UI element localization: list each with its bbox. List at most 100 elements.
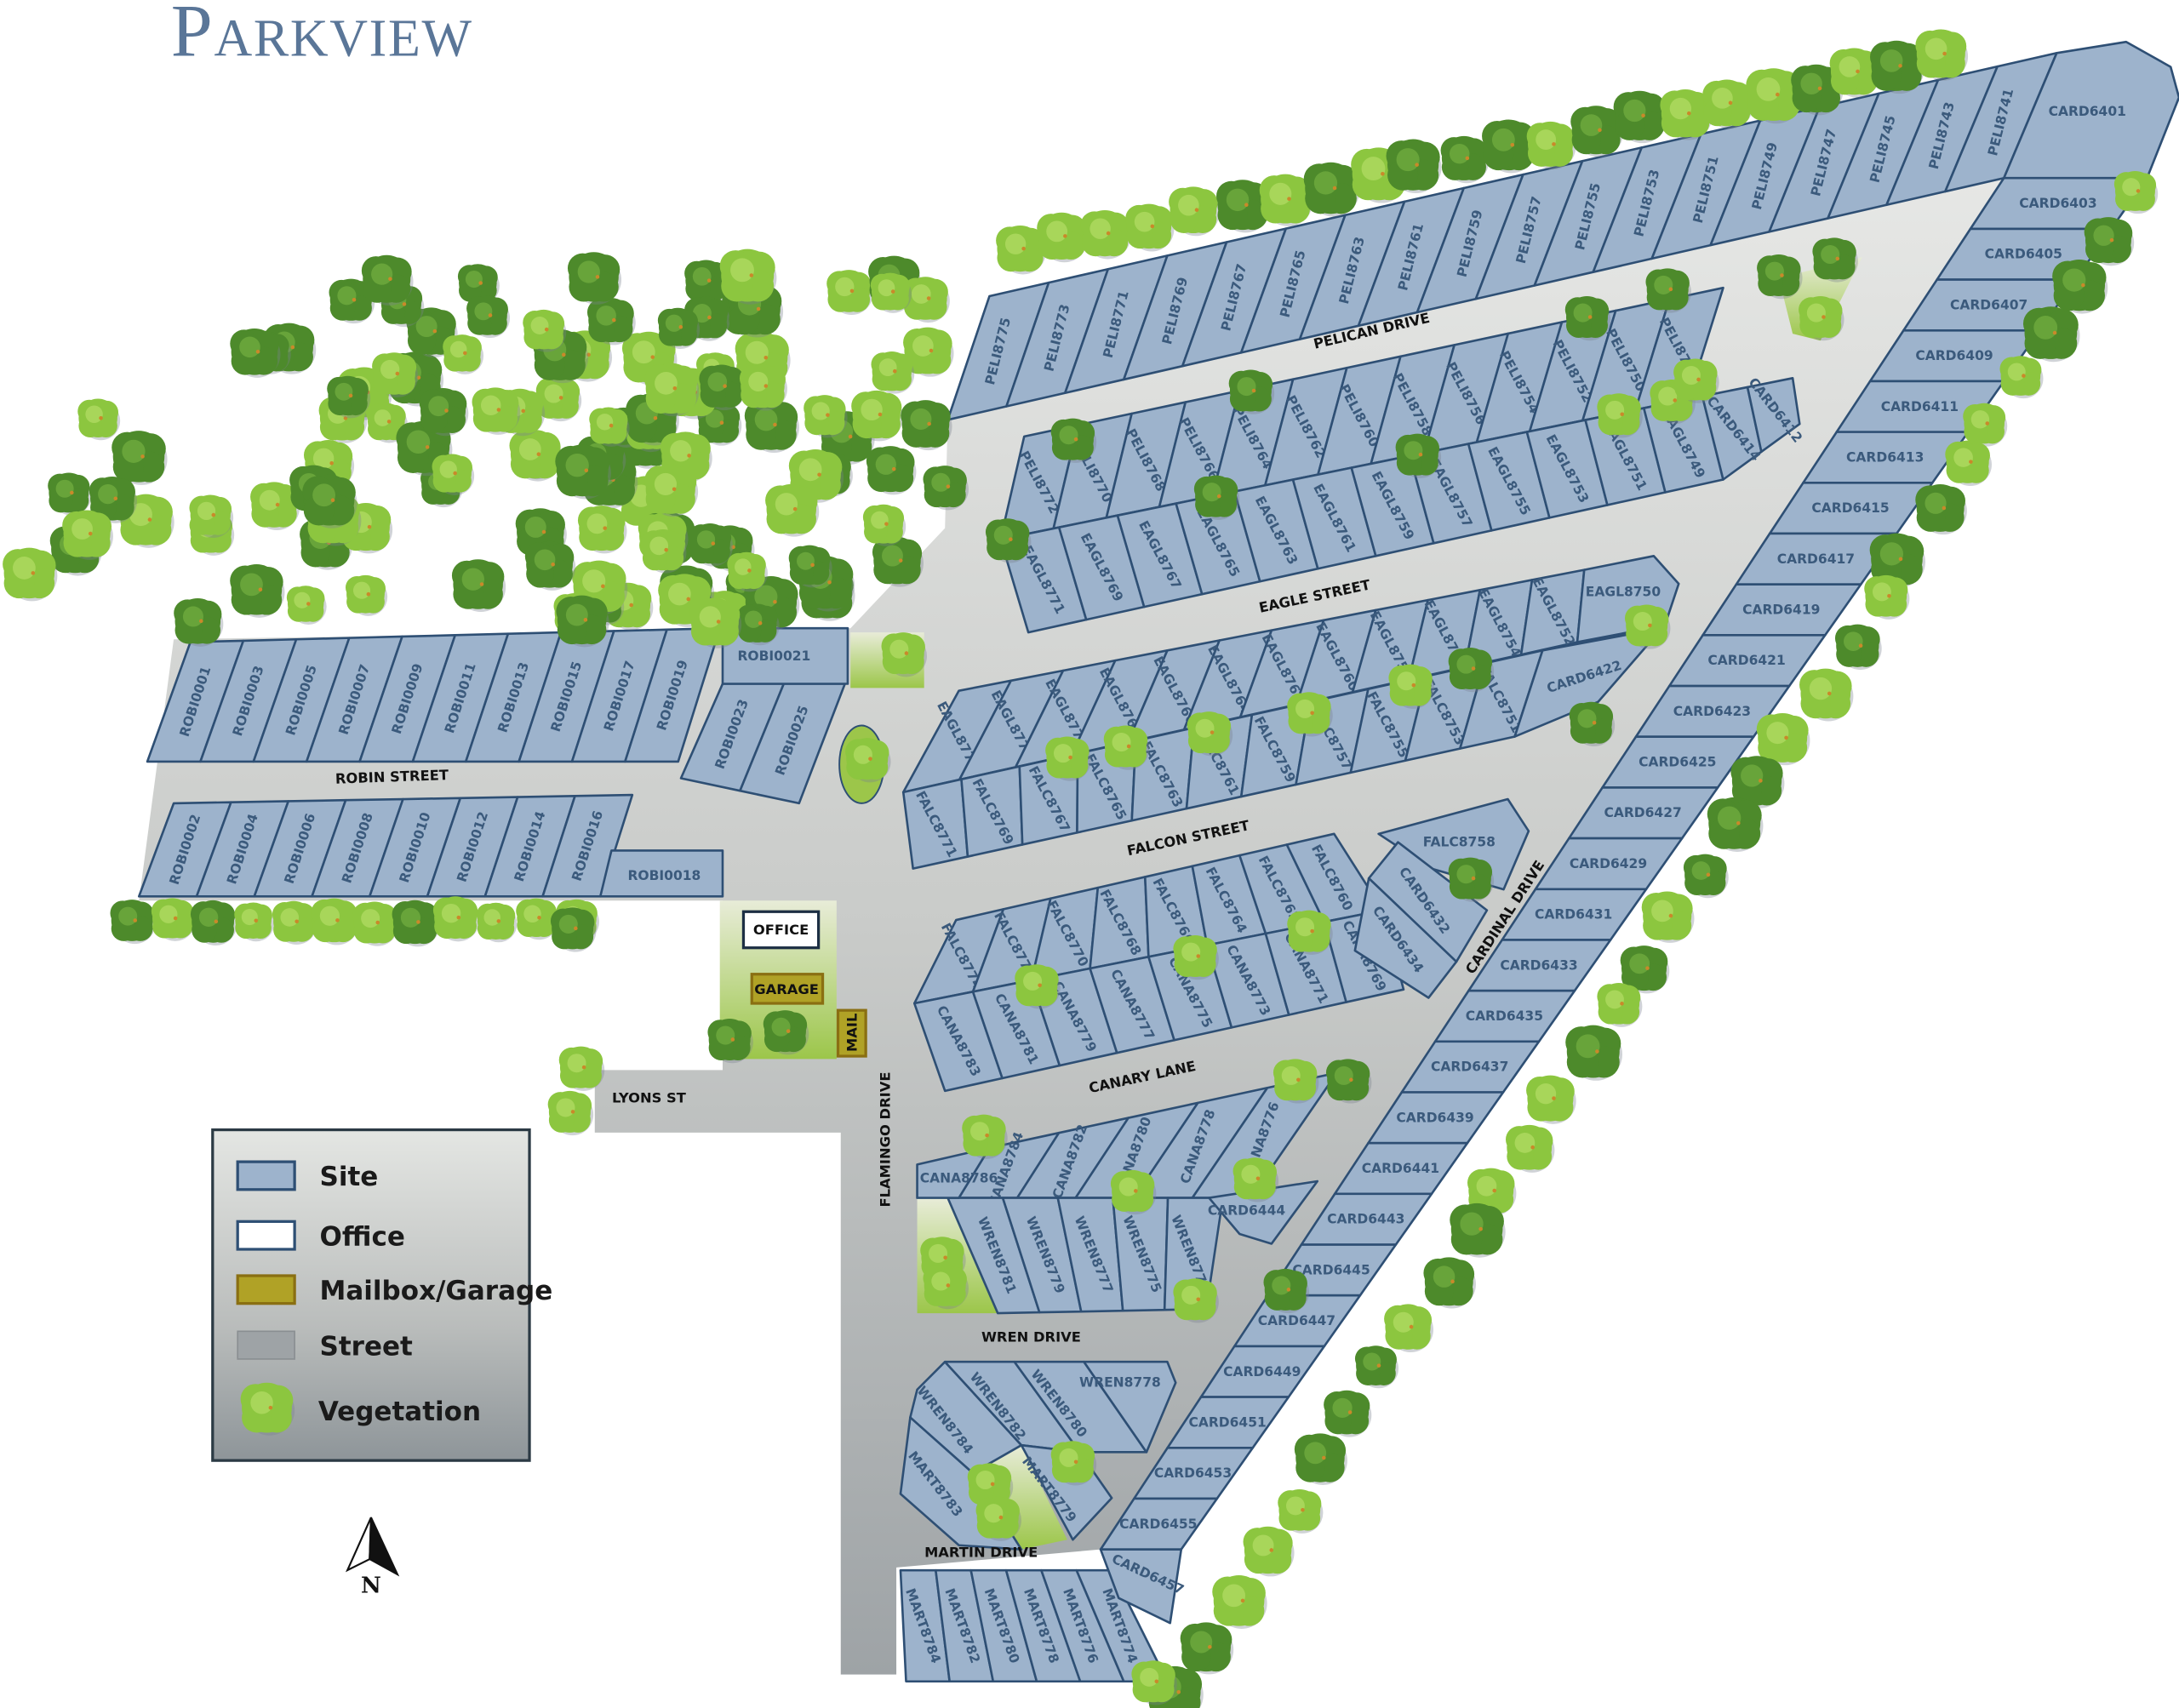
tree-icon — [240, 1382, 295, 1436]
lot-label: CARD6429 — [1570, 856, 1647, 871]
tree-icon — [1423, 1257, 1476, 1309]
tree-icon — [903, 327, 954, 377]
tree-icon — [1125, 203, 1175, 252]
tree-icon — [1287, 910, 1333, 955]
tree-icon — [684, 260, 729, 305]
legend-label-vegetation: Vegetation — [318, 1397, 481, 1427]
lot-label: EAGL8750 — [1586, 585, 1661, 600]
site-lot[interactable] — [1353, 877, 1458, 999]
north-label: N — [361, 1572, 381, 1598]
office-building[interactable]: OFFICE — [741, 910, 821, 950]
tree-icon — [707, 1018, 753, 1064]
tree-icon — [975, 1496, 1021, 1541]
tree-icon — [48, 472, 92, 516]
tree-icon — [1746, 68, 1803, 124]
lot-label: ROBI0018 — [627, 868, 701, 883]
lot-label: CARD6427 — [1604, 805, 1681, 820]
tree-icon — [1834, 624, 1882, 671]
tree-icon — [516, 898, 559, 940]
tree-icon — [1660, 89, 1713, 140]
tree-icon — [1450, 1202, 1506, 1258]
tree-icon — [1683, 854, 1729, 899]
tree-icon — [558, 1046, 605, 1091]
tree-icon — [644, 464, 699, 517]
tree-icon — [1569, 701, 1616, 746]
tree-icon — [1080, 209, 1131, 260]
tree-icon — [555, 444, 611, 500]
lot-label: CARD6409 — [1915, 348, 1993, 363]
garage-building[interactable]: GARAGE — [750, 973, 825, 1005]
lot-label: CARD6403 — [2019, 196, 2096, 211]
tree-icon — [1228, 369, 1275, 414]
north-arrow-icon: N — [345, 1517, 400, 1598]
map-title: Parkview — [171, 0, 473, 73]
tree-icon — [923, 1264, 969, 1310]
legend-label-office: Office — [320, 1221, 405, 1252]
tree-icon — [311, 898, 359, 945]
mailbox[interactable]: MAIL — [836, 1008, 867, 1058]
site-lot[interactable] — [1513, 626, 1663, 738]
tree-icon — [327, 375, 371, 419]
tree-icon — [985, 518, 1032, 563]
legend-label-mailbox-garage: Mailbox/Garage — [320, 1276, 553, 1306]
site-lot[interactable] — [1208, 1180, 1319, 1245]
tree-icon — [1812, 237, 1858, 283]
site-lot[interactable] — [909, 1360, 1023, 1475]
tree-icon — [739, 363, 787, 411]
lot-label: CARD6439 — [1396, 1110, 1473, 1125]
lot-label: CARD6431 — [1535, 907, 1612, 923]
tree-icon — [1829, 48, 1881, 98]
lot-label: CARD6421 — [1707, 653, 1785, 668]
tree-icon — [845, 738, 891, 783]
site-lot[interactable] — [1746, 377, 1801, 454]
tree-icon — [432, 454, 475, 495]
tree-icon — [1673, 358, 1719, 403]
tree-icon — [744, 576, 800, 631]
tree-icon — [1645, 268, 1691, 313]
lot-label: CARD6407 — [1950, 297, 2027, 312]
vegetation — [3, 29, 2159, 1708]
lot-label: CARD6435 — [1466, 1008, 1543, 1024]
tree-icon — [1597, 983, 1643, 1027]
site-lot[interactable] — [1099, 1548, 1183, 1625]
site-lot[interactable] — [916, 1146, 991, 1199]
tree-icon — [110, 900, 156, 945]
tree-icon — [727, 551, 769, 592]
tree-icon — [509, 430, 563, 482]
tree-icon — [736, 603, 780, 646]
site-lot[interactable] — [599, 849, 724, 898]
tree-icon — [419, 387, 469, 437]
site-lot[interactable] — [1083, 1360, 1177, 1454]
tree-icon — [866, 446, 917, 495]
tree-icon — [77, 398, 121, 441]
tree-icon — [151, 898, 196, 941]
tree-icon — [1526, 121, 1576, 170]
tree-icon — [788, 545, 832, 588]
tree-icon — [1641, 891, 1695, 943]
tree-icon — [112, 431, 168, 485]
lot-label: CARD6445 — [1292, 1262, 1370, 1277]
tree-icon — [361, 254, 414, 306]
tree-icon — [881, 632, 927, 677]
tree-icon — [902, 277, 950, 323]
tree-icon — [234, 902, 275, 942]
tree-icon — [657, 307, 701, 349]
lot-label: CANA8786 — [920, 1171, 998, 1186]
lot-label: WREN8778 — [1079, 1375, 1161, 1391]
garage-label: GARAGE — [754, 981, 819, 997]
tree-icon — [1915, 29, 1969, 81]
tree-icon — [1870, 40, 1924, 94]
tree-icon — [1015, 964, 1061, 1009]
tree-icon — [1707, 797, 1764, 852]
tree-icon — [1999, 356, 2044, 399]
tree-icon — [89, 476, 137, 523]
tree-icon — [577, 506, 627, 554]
tree-icon — [523, 309, 567, 352]
street-label-lyons: LYONS ST — [612, 1090, 687, 1106]
tree-icon — [1505, 1124, 1555, 1173]
tree-icon — [996, 226, 1046, 275]
tree-icon — [1050, 1441, 1097, 1486]
tree-icon — [3, 547, 58, 602]
office-label: OFFICE — [753, 922, 809, 938]
